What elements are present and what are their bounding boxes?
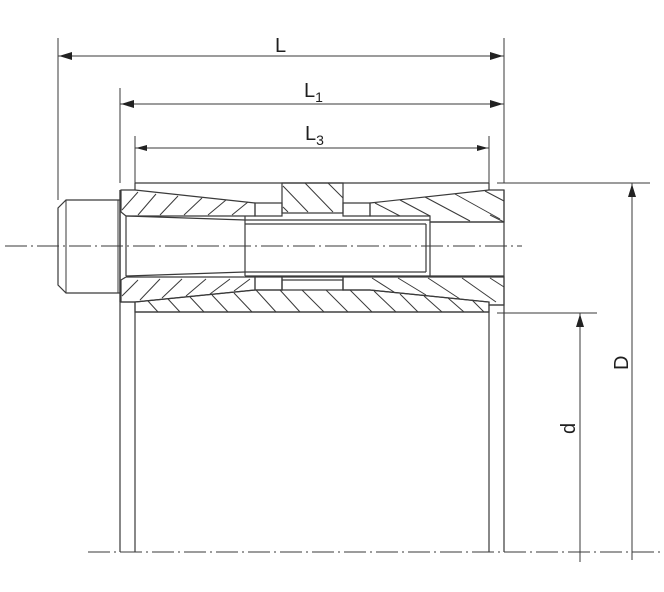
arrow-right-icon: [490, 52, 503, 60]
arrow-right-icon: [490, 100, 503, 108]
outer-wedge-lower: [134, 279, 490, 313]
arrow-up-icon: [628, 184, 636, 197]
dimension-D: D: [497, 182, 650, 560]
dimension-L: L: [57, 35, 505, 200]
dimension-L1: L1: [119, 80, 504, 183]
tapered-ring-left-lower: [120, 276, 256, 303]
dimension-label-L3: L3: [305, 123, 324, 148]
dimension-label-L: L: [275, 35, 286, 57]
middle-ring-upper: [281, 182, 344, 214]
spacer-lower-left: [254, 276, 283, 291]
arrow-left-icon: [121, 100, 134, 108]
spacer-upper-left: [254, 202, 283, 217]
arrow-left-icon: [59, 52, 72, 60]
assembly-body: [119, 182, 505, 552]
spacer-upper-right: [342, 202, 371, 217]
tapered-ring-right-lower: [342, 276, 505, 306]
screw-shank: [119, 190, 504, 302]
dimension-L3: L3: [134, 123, 490, 183]
dimension-label-D: D: [611, 356, 633, 370]
middle-ring-lower: [281, 276, 344, 291]
dimension-d: d: [497, 312, 597, 562]
dimension-label-d: d: [558, 423, 580, 434]
arrow-left-icon: [136, 145, 147, 151]
tapered-ring-right-upper: [369, 189, 505, 223]
arrow-up-icon: [576, 314, 584, 327]
arrow-right-icon: [477, 145, 488, 151]
dimension-label-L1: L1: [304, 80, 323, 105]
tapered-ring-left-upper: [120, 189, 256, 217]
